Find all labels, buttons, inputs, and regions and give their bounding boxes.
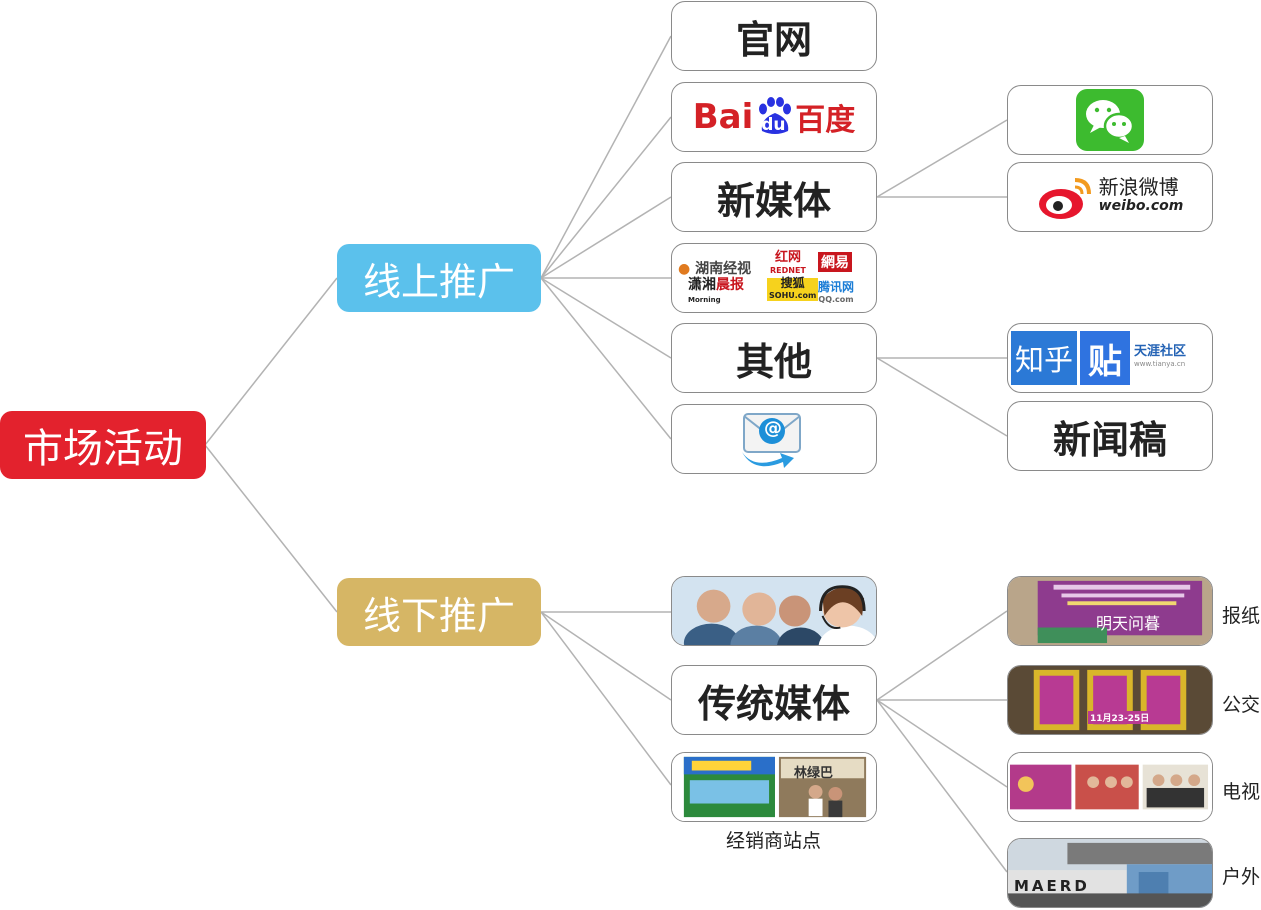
- others-label: 其他: [735, 339, 812, 384]
- rednet-cn-text: 红网: [774, 250, 801, 265]
- netease-logo: 網易: [818, 252, 852, 272]
- tv-photo: [1008, 753, 1212, 821]
- official-site-label: 官网: [735, 17, 812, 62]
- others-node[interactable]: 其他: [671, 323, 877, 393]
- online-promotion-node[interactable]: 线上推广: [337, 244, 541, 312]
- customer-service-photo: [672, 577, 876, 645]
- sohu-cn-text: 搜狐: [780, 276, 805, 290]
- customer-service-node[interactable]: [671, 576, 877, 646]
- sohu-en-text: SOHU.com: [769, 291, 817, 300]
- newspaper-photo: [1008, 577, 1212, 645]
- official-site-node[interactable]: 官网: [671, 1, 877, 71]
- qq-text: QQ.com: [818, 295, 854, 304]
- email-icon: @: [738, 408, 810, 470]
- netease-text: 網易: [821, 255, 849, 271]
- rednet-en-text: REDNET: [770, 266, 806, 275]
- new-media-label: 新媒体: [716, 178, 831, 223]
- new-media-node[interactable]: 新媒体: [671, 162, 877, 232]
- bus-node[interactable]: 11月23-25日: [1007, 665, 1213, 735]
- tv-label: 电视: [1222, 781, 1261, 803]
- dealer-sites-node[interactable]: 林绿巴: [671, 752, 877, 822]
- tv-node[interactable]: [1007, 752, 1213, 822]
- baidu-text-cn: 百度: [795, 103, 856, 138]
- root-node[interactable]: 市场活动: [0, 411, 206, 479]
- weibo-en-text: weibo.com: [1098, 198, 1184, 214]
- xiaoxiang-morning-logo: 潇湘晨报 Morning: [688, 277, 744, 307]
- weibo-cn-text: 新浪微博: [1098, 175, 1179, 199]
- dealer-sites-caption: 经销商站点: [726, 830, 822, 852]
- traditional-media-label: 传统媒体: [697, 681, 850, 726]
- bus-label: 公交: [1222, 694, 1261, 716]
- press-release-node[interactable]: 新闻稿: [1007, 401, 1213, 471]
- tianya-logo: 天涯社区 www.tianya.cn: [1134, 345, 1186, 371]
- weibo-wordmark: 新浪微博 weibo.com: [1098, 175, 1184, 216]
- newspaper-headline-text: 明天问暮: [1096, 614, 1161, 633]
- online-promotion-label: 线上推广: [362, 259, 515, 304]
- baidu-text-du: du: [761, 115, 786, 135]
- email-at-text: @: [764, 418, 782, 439]
- bus-ad-date-text: 11月23-25日: [1088, 711, 1152, 724]
- hunan-tv-text: 湖南经视: [695, 261, 752, 277]
- outdoor-label: 户外: [1222, 866, 1261, 888]
- tencent-text: 腾讯网: [818, 280, 855, 294]
- hunan-tv-logo: ● 湖南经视: [678, 261, 752, 277]
- traditional-media-node[interactable]: 传统媒体: [671, 665, 877, 735]
- outdoor-photo: [1008, 839, 1212, 907]
- xiaoxiang-text: 潇湘: [688, 277, 716, 293]
- outdoor-sign-text: MAERD: [1014, 877, 1090, 895]
- zhihu-text: 知乎: [1015, 343, 1074, 377]
- wechat-icon: [1076, 89, 1144, 151]
- root-label: 市场活动: [23, 426, 183, 472]
- tieba-logo: 贴: [1080, 331, 1131, 385]
- outdoor-node[interactable]: MAERD: [1007, 838, 1213, 908]
- tianya-url-text: www.tianya.cn: [1134, 360, 1186, 368]
- baidu-logo: Bai du 百度: [692, 95, 856, 139]
- offline-promotion-label: 线下推广: [362, 593, 515, 638]
- zhihu-logo: 知乎: [1011, 331, 1078, 385]
- forums-node[interactable]: 知乎 贴 天涯社区 www.tianya.cn: [1007, 323, 1213, 393]
- dealer-sites-photo: [672, 753, 876, 821]
- tieba-text: 贴: [1088, 341, 1123, 382]
- press-release-label: 新闻稿: [1052, 417, 1167, 462]
- tianya-text: 天涯社区: [1134, 344, 1187, 359]
- morning-en-text: Morning: [688, 296, 721, 304]
- newspaper-node[interactable]: 明天问暮: [1007, 576, 1213, 646]
- baidu-node[interactable]: Bai du 百度: [671, 82, 877, 152]
- weibo-icon: [1037, 172, 1095, 222]
- baidu-text-bai: Bai: [692, 97, 754, 137]
- morning-text: 晨报: [716, 277, 744, 293]
- newspaper-label: 报纸: [1222, 605, 1261, 627]
- weibo-node[interactable]: 新浪微博 weibo.com: [1007, 162, 1213, 232]
- baidu-paw-icon: du: [754, 97, 794, 137]
- dealer-sign-text: 林绿巴: [794, 766, 834, 781]
- email-node[interactable]: @: [671, 404, 877, 474]
- wechat-node[interactable]: [1007, 85, 1213, 155]
- offline-promotion-node[interactable]: 线下推广: [337, 578, 541, 646]
